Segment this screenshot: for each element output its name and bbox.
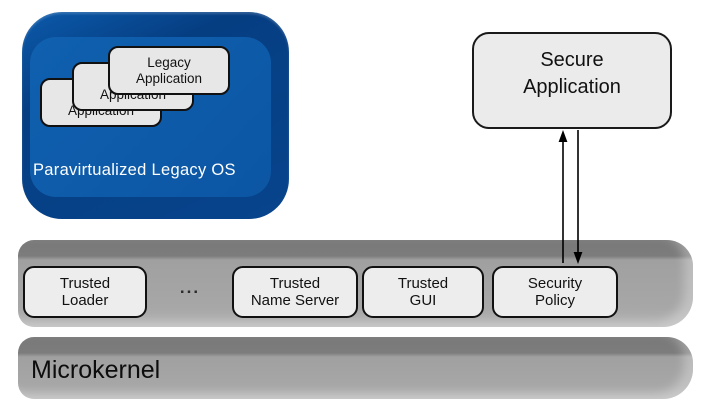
security-policy-box: Security Policy <box>492 266 618 318</box>
up-arrow <box>558 130 568 263</box>
legacy-application-label-line1: Legacy <box>147 54 191 70</box>
trusted-loader-label-line2: Loader <box>61 292 109 309</box>
security-policy-label-line1: Security <box>527 275 583 292</box>
trusted-loader-label-line1: Trusted <box>59 275 111 292</box>
secure-application-box: Secure Application <box>472 32 672 129</box>
services-ellipsis: ... <box>179 278 201 297</box>
microkernel-label: Microkernel <box>31 356 161 384</box>
secure-app-policy-arrows <box>558 130 583 264</box>
secure-application-label-line1: Secure <box>540 48 604 71</box>
secure-application-label-line2: Application <box>523 75 621 98</box>
legacy-application-label-line2: Application <box>135 70 203 86</box>
trusted-name-server-label-line1: Trusted <box>269 275 321 292</box>
microkernel-bar <box>18 337 693 399</box>
trusted-gui-label-line2: GUI <box>409 292 437 309</box>
trusted-gui-label-line1: Trusted <box>397 275 449 292</box>
trusted-name-server-label-line2: Name Server <box>250 292 340 309</box>
security-policy-label-line2: Policy <box>534 292 575 309</box>
legacy-os-label: Paravirtualized Legacy OS <box>33 161 236 179</box>
trusted-name-server-box: Trusted Name Server <box>232 266 358 318</box>
down-arrow <box>573 130 583 264</box>
trusted-gui-box: Trusted GUI <box>362 266 484 318</box>
trusted-loader-box: Trusted Loader <box>23 266 147 318</box>
legacy-application-box-front: Legacy Application <box>108 46 230 95</box>
